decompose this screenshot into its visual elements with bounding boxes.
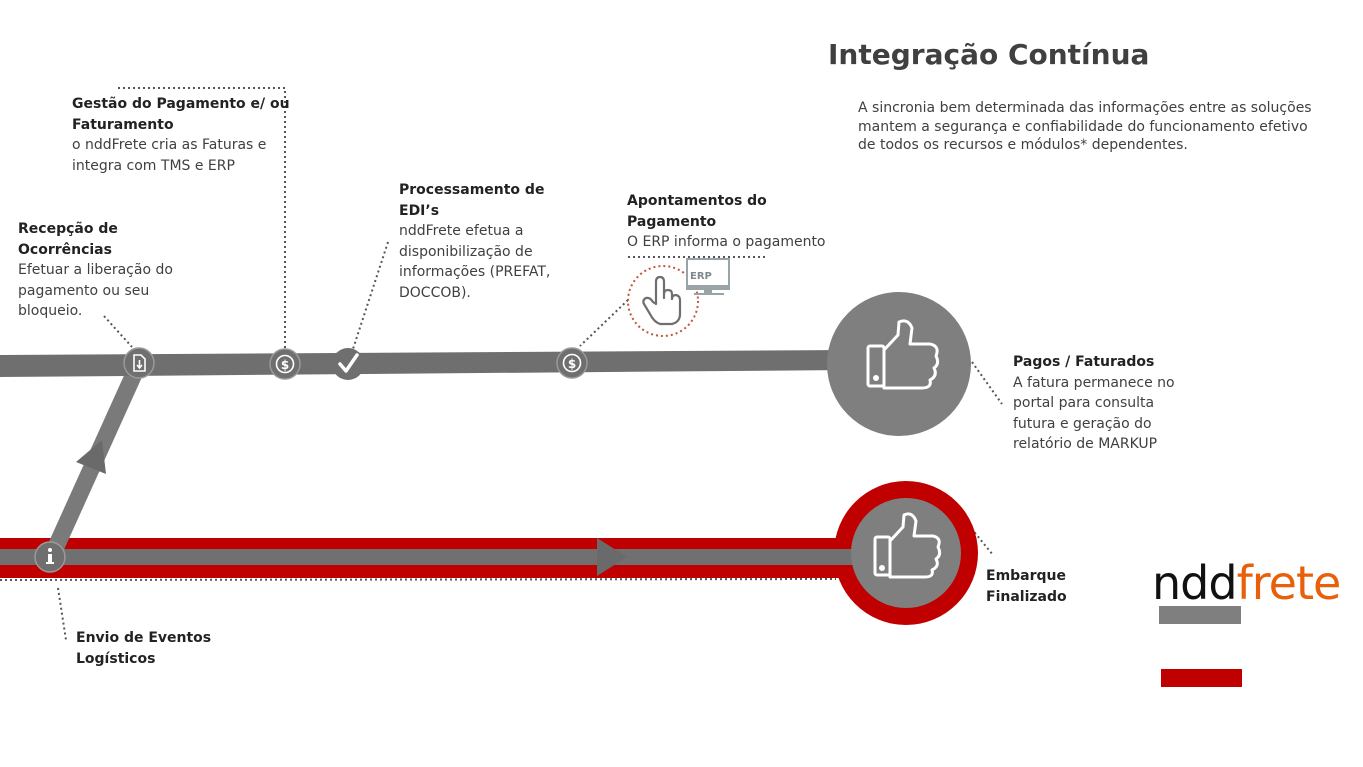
page-title: Integração Contínua <box>828 38 1150 71</box>
callout-pagos-title: Pagos / Faturados <box>1013 354 1155 370</box>
document-icon <box>133 354 146 372</box>
callout-apontamentos-title: Apontamentos do Pagamento <box>627 193 767 230</box>
callout-recepcao-title: Recepção de Ocorrências <box>18 221 118 258</box>
hand-pointer-icon <box>642 275 682 326</box>
document-node <box>123 347 155 379</box>
thumbs-up-icon <box>866 319 940 390</box>
callout-envio-title: Envio de Eventos Logísticos <box>76 630 212 667</box>
callout-embarque: Embarque Finalizado <box>986 566 1146 607</box>
callout-gestao-text: o nddFrete cria as Faturas e integra com… <box>72 137 267 174</box>
leader-gestao <box>118 87 286 352</box>
callout-gestao-title: Gestão do Pagamento e/ ou Faturamento <box>72 96 290 133</box>
embarque-circle <box>851 498 961 608</box>
callout-recepcao-text: Efetuar a liberação do pagamento ou seu … <box>18 262 173 319</box>
leader-pagos <box>971 361 1003 405</box>
callout-envio: Envio de Eventos Logísticos <box>76 628 216 669</box>
callout-edi-title: Processamento de EDI’s <box>399 182 545 219</box>
gray-lower-track <box>0 549 880 565</box>
leader-envio <box>57 587 67 641</box>
diagonal-arrowhead <box>76 440 106 474</box>
page-subtitle: A sincronia bem determinada das informaç… <box>858 100 1312 153</box>
leader-embarque <box>961 516 994 556</box>
check-node <box>332 348 364 380</box>
dollar-node-apontamentos: $ <box>556 347 588 379</box>
info-icon <box>46 548 54 564</box>
nddfrete-logo: nddfrete <box>1152 560 1341 606</box>
check-icon <box>338 353 359 373</box>
callout-apontamentos-text: O ERP informa o pagamento <box>627 234 826 250</box>
dollar-icon: $ <box>275 354 295 374</box>
info-node <box>34 541 66 573</box>
legend-gray-swatch <box>1159 606 1241 624</box>
leader-recepcao <box>103 315 133 348</box>
payment-touch-icon <box>627 265 699 337</box>
monitor-icon: ERP <box>686 258 730 295</box>
dollar-node-gestao: $ <box>269 348 301 380</box>
callout-edi-text: nddFrete efetua a disponibilização de in… <box>399 223 551 301</box>
logo-ndd: ndd <box>1152 556 1238 610</box>
leader-edi <box>351 241 389 353</box>
leader-apontamentos <box>579 299 629 347</box>
thumbs-up-icon <box>873 512 942 579</box>
callout-pagos-text: A fatura permanece no portal para consul… <box>1013 374 1175 453</box>
callout-gestao: Gestão do Pagamento e/ ou Faturamento o … <box>72 94 292 176</box>
callout-recepcao: Recepção de Ocorrências Efetuar a libera… <box>18 219 178 322</box>
callout-pagos: Pagos / Faturados A fatura permanece no … <box>1013 352 1178 455</box>
callout-edi: Processamento de EDI’s nddFrete efetua a… <box>399 180 564 303</box>
svg-text:$: $ <box>281 358 289 372</box>
logo-frete: frete <box>1236 556 1342 610</box>
lower-arrowhead <box>597 538 627 576</box>
svg-text:$: $ <box>568 357 576 371</box>
dollar-icon: $ <box>562 353 582 373</box>
pagos-circle <box>827 292 971 436</box>
callout-apontamentos: Apontamentos do Pagamento O ERP informa … <box>627 191 832 253</box>
legend-red-swatch <box>1161 669 1242 687</box>
leader-lines <box>0 87 1003 641</box>
erp-label: ERP <box>690 271 712 282</box>
leader-bottom <box>0 578 837 581</box>
gray-upper-track <box>0 350 850 377</box>
callout-embarque-title: Embarque Finalizado <box>986 568 1067 605</box>
